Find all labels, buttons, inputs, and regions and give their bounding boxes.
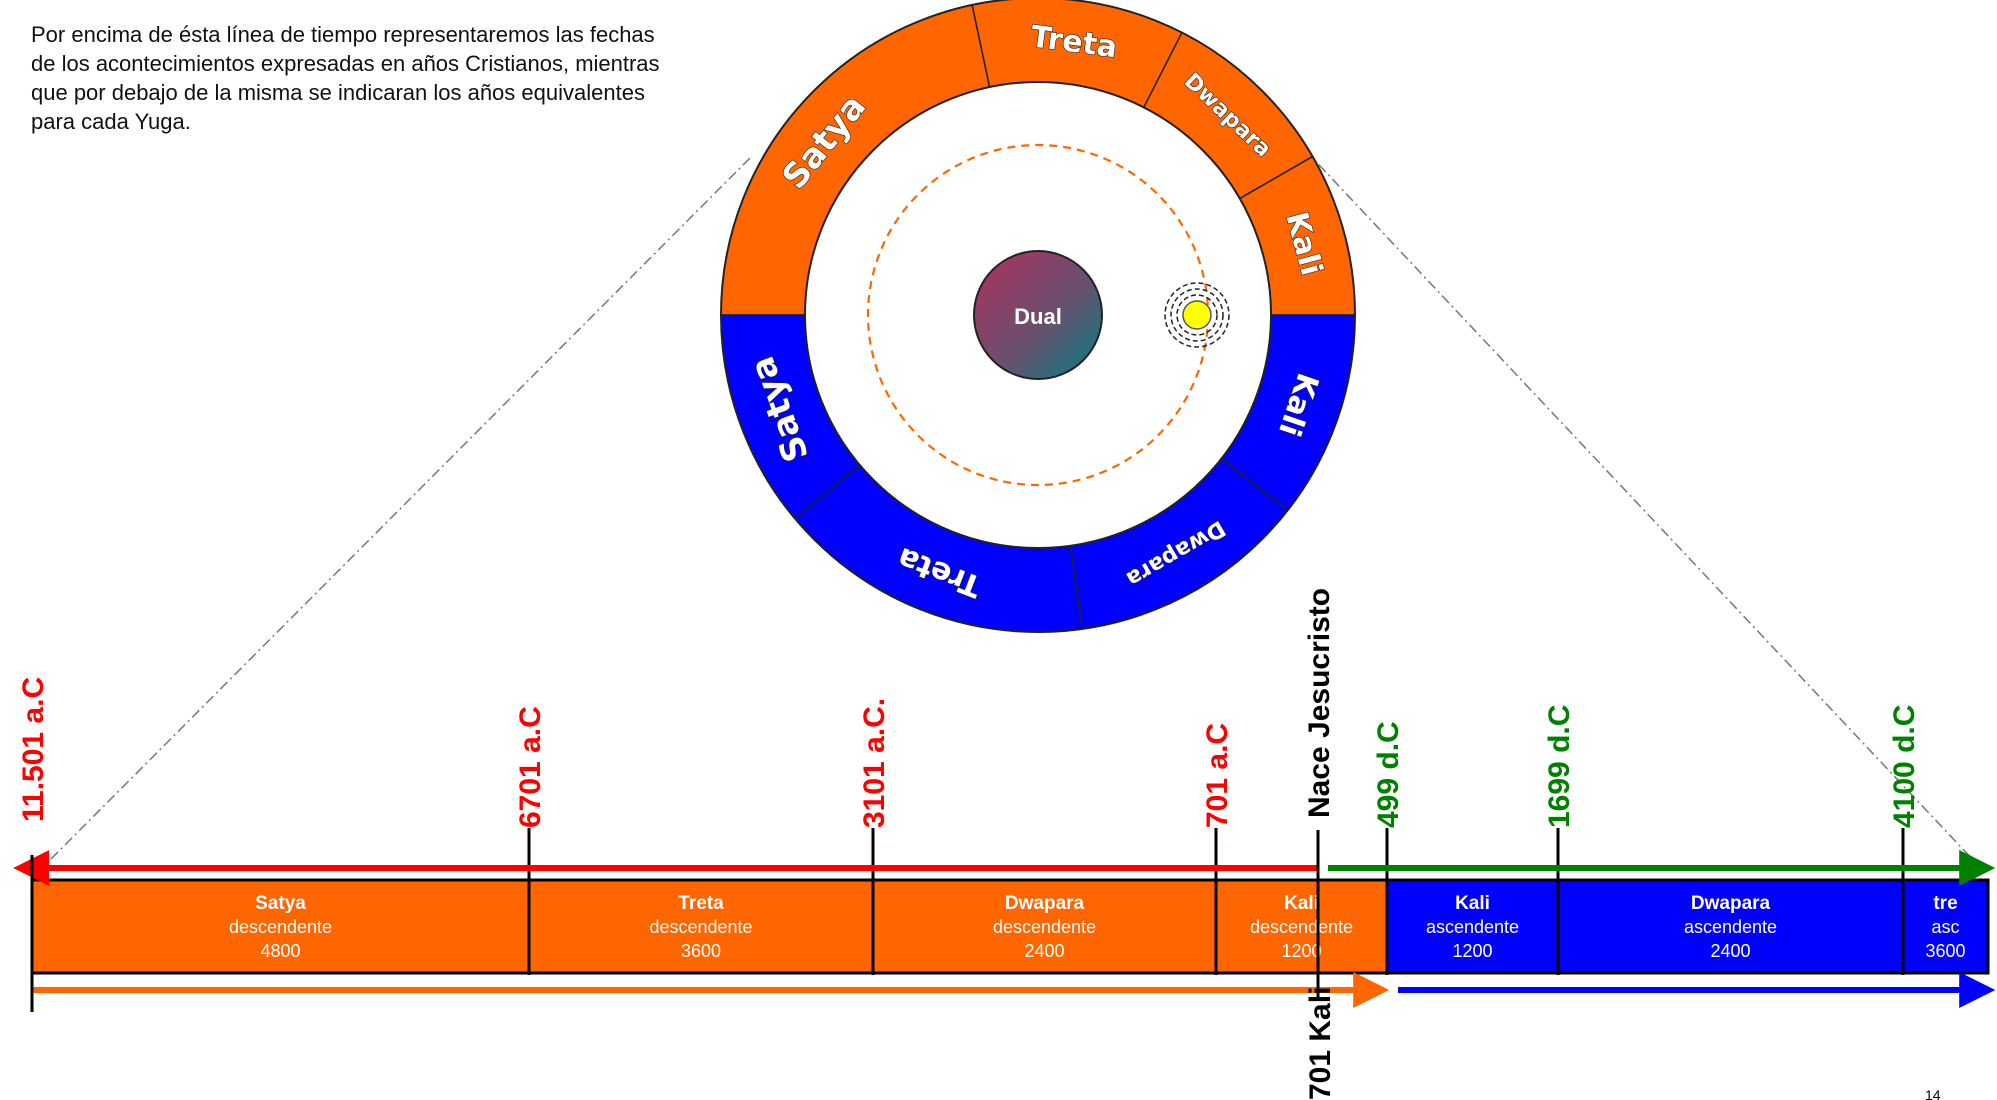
segment-name: Kali (1455, 893, 1490, 914)
sun-icon (1164, 282, 1230, 348)
ascending-half-ring (721, 315, 1355, 632)
intro-text: Por encima de ésta línea de tiempo repre… (31, 22, 660, 134)
date-label: 701 a.C (1201, 723, 1234, 828)
segment-years: 4800 (260, 941, 300, 961)
date-label: 499 d.C (1372, 721, 1405, 828)
date-label: Nace Jesucristo (1303, 588, 1336, 818)
wheel-divider (794, 464, 861, 520)
segment-years: 1200 (1281, 941, 1321, 961)
segment-years: 1200 (1452, 941, 1492, 961)
timeline-segment-satya-descending: Satya descendente 4800 (30, 878, 531, 975)
date-label: 6701 a.C (514, 706, 547, 828)
wheel-divider (1239, 155, 1313, 200)
segment-direction: descendente (993, 917, 1096, 937)
segment-direction: asc (1931, 917, 1959, 937)
segment-direction: ascendente (1684, 917, 1777, 937)
segment-name: Kali (1284, 893, 1319, 914)
segment-direction: descendente (229, 917, 332, 937)
projection-line-right (1304, 149, 1976, 863)
page-number: 14 (1925, 1087, 1941, 1100)
yuga-timeline: Satya descendente 4800 Treta descendente 3600… (13, 588, 1996, 1100)
timeline-segment-kali-ascending: Kali ascendente 1200 (1385, 878, 1560, 975)
segment-years: 2400 (1710, 941, 1750, 961)
segment-name: Satya (255, 893, 306, 914)
segment-direction: descendente (1250, 917, 1353, 937)
segment-years: 3600 (1925, 941, 1965, 961)
segment-name: tre (1933, 893, 1957, 914)
wheel-divider (1143, 32, 1183, 108)
bottom-kali-label: 701 Kali (1304, 987, 1337, 1100)
segment-name: Dwapara (1691, 893, 1771, 914)
dual-star (973, 250, 1103, 380)
wheel-divider (1069, 545, 1083, 630)
date-label: 11.501 a.C (17, 677, 50, 822)
date-label: 1699 d.C (1543, 705, 1576, 828)
segment-direction: descendente (649, 917, 752, 937)
date-label: 3101 a.C. (858, 698, 891, 828)
timeline-segment-dwapara-ascending: Dwapara ascendente 2400 (1556, 878, 1905, 975)
segment-direction: ascendente (1426, 917, 1519, 937)
dual-label: Dual (1014, 304, 1062, 329)
projection-line-left (39, 157, 751, 871)
segment-years: 2400 (1024, 941, 1064, 961)
wheel-divider (971, 4, 991, 88)
yuga-wheel: SatyaTretaDwaparaKaliKaliDwaparaTretaSat… (720, 0, 1356, 633)
segment-name: Treta (678, 893, 724, 914)
date-label: 4100 d.C (1888, 705, 1921, 828)
timeline-segment-kali-descending: Kali descendente 1200 (1214, 878, 1389, 975)
wheel-divider (1221, 457, 1289, 511)
segment-years: 3600 (681, 941, 721, 961)
descending-half-ring (721, 0, 1355, 315)
timeline-segment-tre-ascending: tre asc 3600 (1901, 878, 1990, 975)
timeline-segment-treta-descending: Treta descendente 3600 (527, 878, 875, 975)
segment-name: Dwapara (1005, 893, 1085, 914)
timeline-segment-dwapara-descending: Dwapara descendente 2400 (871, 878, 1218, 975)
